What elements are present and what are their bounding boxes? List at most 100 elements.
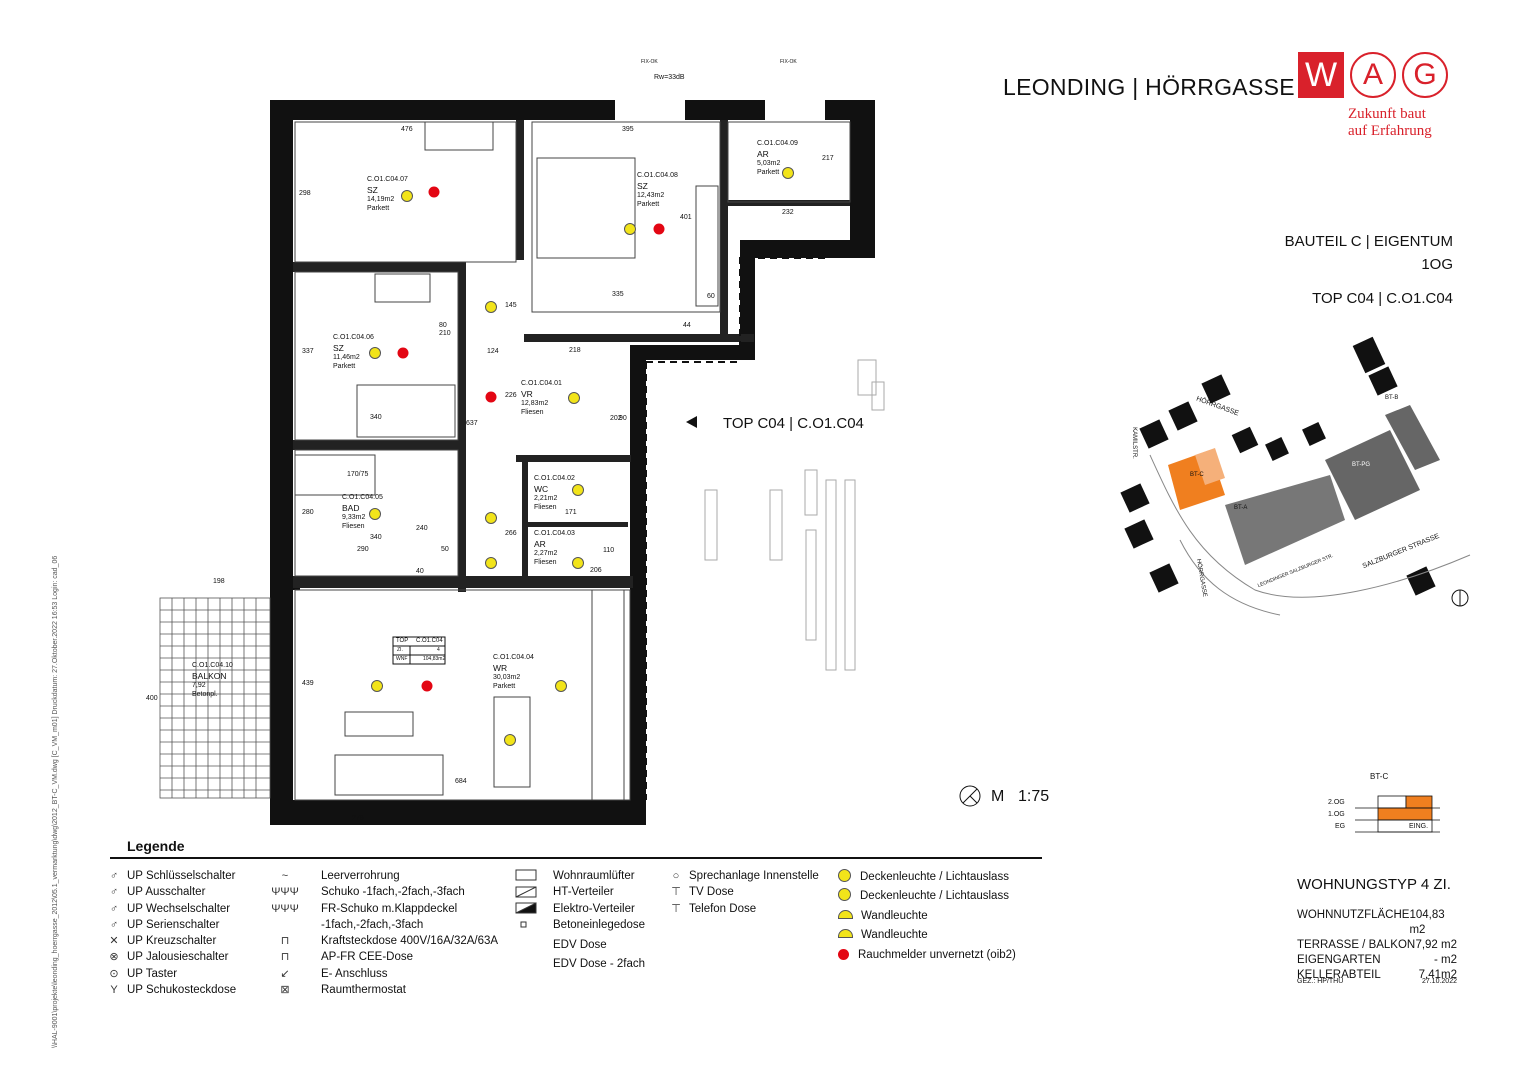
room-sz-08	[531, 121, 721, 313]
dim-label: 171	[565, 509, 577, 516]
legend-item: Elektro-Verteiler	[553, 902, 635, 915]
room-floor-02: Fliesen	[534, 504, 557, 511]
dim-label: 80	[439, 322, 447, 329]
legend-item: Wandleuchte	[838, 907, 1016, 926]
legend-item: Betoneinlegedose	[553, 918, 646, 931]
legend-item: HT-Verteiler	[553, 886, 614, 899]
room-sz-06	[294, 271, 459, 441]
legend-item: ⊤TV Dose	[669, 884, 819, 900]
ceiling-light-icon	[838, 869, 851, 882]
topbox-zi-label: ZI.	[397, 647, 403, 653]
room-id-07: C.O1.C04.07	[367, 176, 408, 183]
dim-label: 226	[505, 392, 517, 399]
legend-col-1: ♂UP Schlüsselschalter ♂UP Ausschalter ♂U…	[107, 868, 236, 998]
keyplan-bta: BT-A	[1234, 505, 1248, 511]
room-id-01: C.O1.C04.01	[521, 380, 562, 387]
scale-label: M	[991, 788, 1005, 805]
room-name-05: BAD	[342, 503, 360, 513]
section-eing: EING.	[1409, 823, 1429, 830]
section-level-1og: 1.OG	[1328, 811, 1345, 818]
topbox-id: C.O1.C04	[416, 638, 443, 644]
legend-col-5: Deckenleuchte / Lichtauslass Deckenleuch…	[838, 868, 1016, 965]
smoke-detector-icon	[838, 948, 849, 960]
dim-label: 170/75	[347, 471, 369, 478]
wardrobe-08	[695, 185, 719, 307]
two-way-switch-icon: ♂	[109, 902, 119, 915]
apartment-boundary	[646, 257, 825, 363]
topbox-wnf-label: WNF	[396, 656, 408, 662]
dim-label: 476	[401, 126, 413, 133]
area-row: EIGENGARTEN- m2	[1297, 954, 1457, 966]
logo-letter-g: G	[1402, 52, 1448, 98]
wall-light-icon	[838, 909, 853, 919]
cee-socket-icon: ⊓	[280, 951, 290, 964]
legend-col-4: ○Sprechanlage Innenstelle ⊤TV Dose ⊤Tele…	[669, 868, 819, 917]
keyplan	[1120, 336, 1440, 596]
room-name-07: SZ	[367, 185, 378, 195]
room-name-06: SZ	[333, 343, 344, 353]
scale-value: 1:75	[1018, 788, 1050, 805]
room-floor-07: Parkett	[367, 205, 390, 212]
section-title: BT-C	[1370, 772, 1389, 781]
room-floor-06: Parkett	[333, 363, 356, 370]
room-bad	[294, 449, 459, 577]
e-connection-icon: ↙	[280, 967, 290, 980]
section-level-2og: 2.OG	[1328, 799, 1345, 806]
dim-label: 337	[302, 348, 314, 355]
room-id-04: C.O1.C04.04	[493, 654, 534, 661]
bathtub	[294, 454, 376, 496]
legend-item: ♂UP Schlüsselschalter	[107, 868, 236, 884]
legend-symbols	[515, 869, 537, 928]
dim-label: 290	[357, 546, 369, 553]
room-ar-09	[727, 121, 851, 203]
keyplan-btc: BT-C	[1190, 472, 1204, 478]
legend-item: ⊓AP-FR CEE-Dose	[255, 949, 498, 965]
legend-item: Wohnraumlüfter	[553, 870, 635, 882]
legend-item: ⊤Telefon Dose	[669, 901, 819, 917]
legend-item: ⊗UP Jalousieschalter	[107, 949, 236, 965]
dim-label: 90	[619, 415, 627, 422]
wall-light-outline-icon	[838, 929, 853, 939]
dim-label: 50	[441, 546, 449, 553]
legend-item: EDV Dose - 2fach	[553, 958, 646, 971]
lights	[369, 167, 794, 746]
cross-switch-icon: ✕	[109, 935, 119, 948]
topbox-wnf: 104,83m2	[423, 656, 446, 662]
drawn-by: GEZ.: HP/THU	[1297, 978, 1344, 985]
section-level-eg: EG	[1335, 823, 1346, 830]
schuko-icon: ΨΨΨ	[271, 886, 299, 899]
room-id-09: C.O1.C04.09	[757, 140, 798, 147]
dim-label: 280	[302, 509, 314, 516]
north-icon	[1451, 589, 1469, 607]
dim-label: 44	[683, 322, 691, 329]
legend-item: ⊙UP Taster	[107, 966, 236, 982]
intercom-icon: ○	[672, 870, 680, 882]
keyplan-btb: BT-B	[1385, 395, 1399, 401]
room-name-02: WC	[534, 484, 549, 494]
dim-label: 206	[590, 567, 602, 574]
dim-label: 232	[782, 209, 794, 216]
top-marker: TOP C04 | C.O1.C04	[723, 415, 864, 432]
inner-walls	[293, 120, 850, 592]
bed-06	[356, 384, 456, 438]
topbox	[392, 636, 446, 665]
window-tag: Rw=33dB	[654, 74, 685, 81]
room-area-07: 14,19m2	[367, 196, 395, 203]
smoke-detectors	[397, 186, 665, 692]
room-id-05: C.O1.C04.05	[342, 494, 383, 501]
dim-label: 340	[370, 534, 382, 541]
legend-item: -1fach,-2fach,-3fach	[321, 918, 424, 931]
floor-label: 1OG	[1421, 256, 1453, 273]
legend-item: ♂UP Ausschalter	[107, 884, 236, 900]
room-floor-09: Parkett	[757, 169, 780, 176]
dim-label: 60	[707, 293, 715, 300]
room-sz-07	[294, 121, 517, 263]
legend-item: Rauchmelder unvernetzt (oib2)	[838, 946, 1016, 965]
